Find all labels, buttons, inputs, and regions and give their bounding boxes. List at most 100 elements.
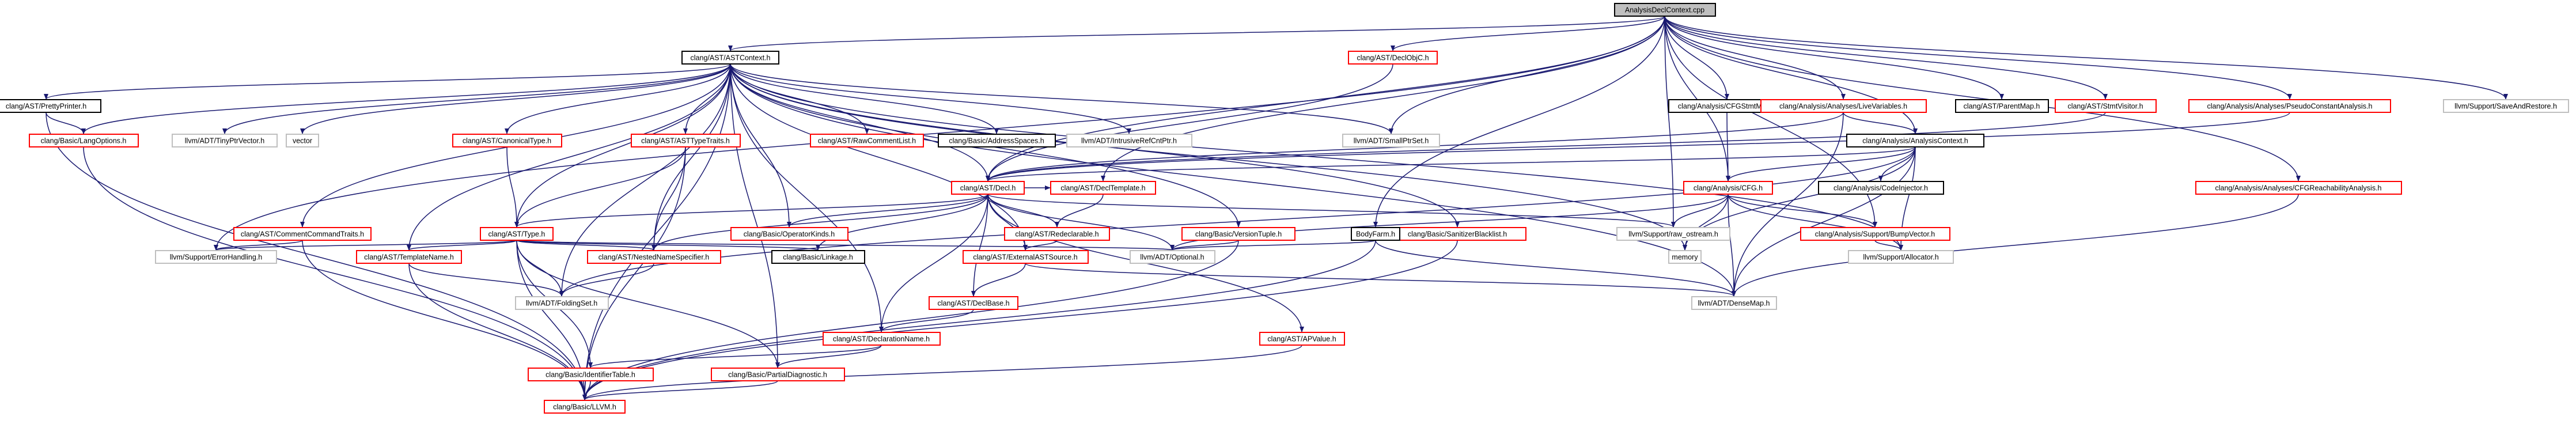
node-nestedname[interactable]: clang/AST/NestedNameSpecifier.h [587, 250, 721, 264]
edge-decl-to-nestedname [651, 194, 988, 251]
edge-analysisctx-to-decl [986, 146, 1916, 181]
node-decl[interactable]: clang/AST/Decl.h [951, 181, 1025, 195]
node-box [1848, 250, 1954, 264]
node-label: clang/AST/StmtVisitor.h [2067, 103, 2143, 111]
edge-bodyfarm-to-densemap [1375, 240, 1736, 297]
node-extastsource[interactable]: clang/AST/ExternalASTSource.h [963, 250, 1089, 264]
edge-cfg-to-optional [1170, 194, 1729, 251]
node-astctx[interactable]: clang/AST/ASTContext.h [681, 51, 779, 65]
node-vector[interactable]: vector [286, 134, 319, 147]
edge-livevars-to-analysisctx [1843, 112, 1918, 134]
node-apvalue[interactable]: clang/AST/APValue.h [1259, 332, 1345, 346]
node-rawostream[interactable]: llvm/Support/raw_ostream.h [1616, 227, 1730, 241]
node-decltemplate[interactable]: clang/AST/DeclTemplate.h [1050, 181, 1156, 195]
node-label: llvm/ADT/FoldingSet.h [526, 300, 597, 308]
node-parentmap[interactable]: clang/AST/ParentMap.h [1955, 99, 2049, 113]
node-optional[interactable]: llvm/ADT/Optional.h [1130, 250, 1215, 264]
node-linkage[interactable]: clang/Basic/Linkage.h [771, 250, 865, 264]
node-box [452, 134, 562, 147]
node-box [1760, 99, 1927, 113]
node-identtable[interactable]: clang/Basic/IdentifierTable.h [528, 368, 654, 381]
edge-decl-to-rawostream [987, 194, 1676, 228]
node-label: clang/Basic/AddressSpaces.h [949, 137, 1044, 145]
node-analysisctx[interactable]: clang/Analysis/AnalysisContext.h [1846, 134, 1984, 147]
edge-astctx-to-intrusiverefcnt [730, 63, 1131, 134]
node-label: clang/AST/DeclarationName.h [833, 335, 930, 343]
node-label: clang/AST/ParentMap.h [1964, 103, 2040, 111]
node-box [528, 368, 654, 381]
node-rawcomment[interactable]: clang/AST/RawCommentList.h [810, 134, 924, 147]
node-label: llvm/ADT/Optional.h [1140, 253, 1204, 262]
node-label: clang/AST/Type.h [488, 230, 545, 238]
node-langoptions[interactable]: clang/Basic/LangOptions.h [29, 134, 139, 147]
node-prettyprinter[interactable]: clang/AST/PrettyPrinter.h [0, 99, 101, 113]
node-tinyptrvec[interactable]: llvm/ADT/TinyPtrVector.h [172, 134, 278, 147]
node-box [631, 134, 741, 147]
node-box [1818, 181, 1944, 195]
node-pseudoconst[interactable]: clang/Analysis/Analyses/PseudoConstantAn… [2188, 99, 2391, 113]
node-operatorkinds[interactable]: clang/Basic/OperatorKinds.h [730, 227, 848, 241]
node-saverestore[interactable]: llvm/Support/SaveAndRestore.h [2443, 99, 2569, 113]
node-redeclarable[interactable]: clang/AST/Redeclarable.h [1004, 227, 1110, 241]
edge-astctx-to-addrspaces [730, 63, 999, 134]
node-label: clang/AST/Decl.h [960, 184, 1016, 192]
node-canonicaltype[interactable]: clang/AST/CanonicalType.h [452, 134, 562, 147]
node-declbase[interactable]: clang/AST/DeclBase.h [929, 296, 1018, 310]
node-label: clang/Analysis/Analyses/CFGReachabilityA… [2215, 184, 2381, 192]
node-intrusiverefcnt[interactable]: llvm/ADT/IntrusiveRefCntPtr.h [1066, 134, 1192, 147]
node-box [771, 250, 865, 264]
node-declobjc[interactable]: clang/AST/DeclObjC.h [1348, 51, 1438, 65]
node-root[interactable]: AnalysisDeclContext.cpp [1614, 3, 1716, 17]
edge-decl-to-declname [879, 194, 988, 332]
node-bodyfarm[interactable]: BodyFarm.h [1351, 227, 1400, 241]
node-cfgstmtmap[interactable]: clang/Analysis/CFGStmtMap.h [1668, 99, 1786, 113]
node-box [938, 134, 1056, 147]
node-partialdiag[interactable]: clang/Basic/PartialDiagnostic.h [711, 368, 845, 381]
node-label: clang/Basic/VersionTuple.h [1195, 230, 1282, 238]
edge-nestedname-to-foldingset [559, 263, 654, 297]
node-label: clang/AST/DeclTemplate.h [1060, 184, 1145, 192]
edge-root-to-rawostream [1664, 16, 1676, 228]
node-declname[interactable]: clang/AST/DeclarationName.h [823, 332, 941, 346]
edge-canonicaltype-to-type [506, 146, 519, 228]
edge-root-to-livevars [1664, 16, 1846, 100]
node-stmtvisitor[interactable]: clang/AST/StmtVisitor.h [2055, 99, 2157, 113]
node-type[interactable]: clang/AST/Type.h [480, 227, 554, 241]
node-cfgreach[interactable]: clang/Analysis/Analyses/CFGReachabilityA… [2195, 181, 2402, 195]
node-box [155, 250, 277, 264]
edge-analysisctx-to-densemap [1732, 146, 1916, 297]
node-templatename[interactable]: clang/AST/TemplateName.h [356, 250, 462, 264]
node-label: clang/AST/APValue.h [1267, 335, 1336, 343]
node-label: clang/Analysis/Analyses/LiveVariables.h [1779, 103, 1907, 111]
node-box [0, 99, 101, 113]
node-addrspaces[interactable]: clang/Basic/AddressSpaces.h [938, 134, 1056, 147]
node-label: AnalysisDeclContext.cpp [1625, 6, 1704, 14]
node-allocator[interactable]: llvm/Support/Allocator.h [1848, 250, 1954, 264]
edge-astctx-to-allocator [730, 63, 1903, 251]
node-box [1348, 51, 1438, 65]
node-box [233, 227, 372, 241]
edge-type-to-linkage [516, 240, 820, 251]
node-commentcmd[interactable]: clang/AST/CommentCommandTraits.h [233, 227, 372, 241]
edge-root-to-parentmap [1664, 16, 2004, 100]
node-errorhandling[interactable]: llvm/Support/ErrorHandling.h [155, 250, 277, 264]
node-label: clang/Basic/Linkage.h [783, 253, 853, 262]
node-densemap[interactable]: llvm/ADT/DenseMap.h [1691, 296, 1777, 310]
edge-root-to-bodyfarm [1373, 16, 1665, 228]
node-llvm[interactable]: clang/Basic/LLVM.h [544, 400, 626, 414]
edge-stmtvisitor-to-decl [986, 112, 2106, 181]
edge-analysisctx-to-cfg [1726, 146, 1916, 181]
node-memory[interactable]: memory [1668, 250, 1702, 264]
node-box [2055, 99, 2157, 113]
node-bumpvector[interactable]: clang/Analysis/Support/BumpVector.h [1800, 227, 1950, 241]
node-sanitizer[interactable]: clang/Basic/SanitizerBlacklist.h [1388, 227, 1526, 241]
node-smallptrset[interactable]: llvm/ADT/SmallPtrSet.h [1342, 134, 1440, 147]
node-cfg[interactable]: clang/Analysis/CFG.h [1683, 181, 1773, 195]
node-versiontuple[interactable]: clang/Basic/VersionTuple.h [1181, 227, 1295, 241]
node-codeinjector[interactable]: clang/Analysis/CodeInjector.h [1818, 181, 1944, 195]
edge-asttypetraits-to-llvm [582, 146, 686, 400]
node-livevars[interactable]: clang/Analysis/Analyses/LiveVariables.h [1760, 99, 1927, 113]
node-asttypetraits[interactable]: clang/AST/ASTTypeTraits.h [631, 134, 741, 147]
node-box [1259, 332, 1345, 346]
node-foldingset[interactable]: llvm/ADT/FoldingSet.h [515, 296, 609, 310]
